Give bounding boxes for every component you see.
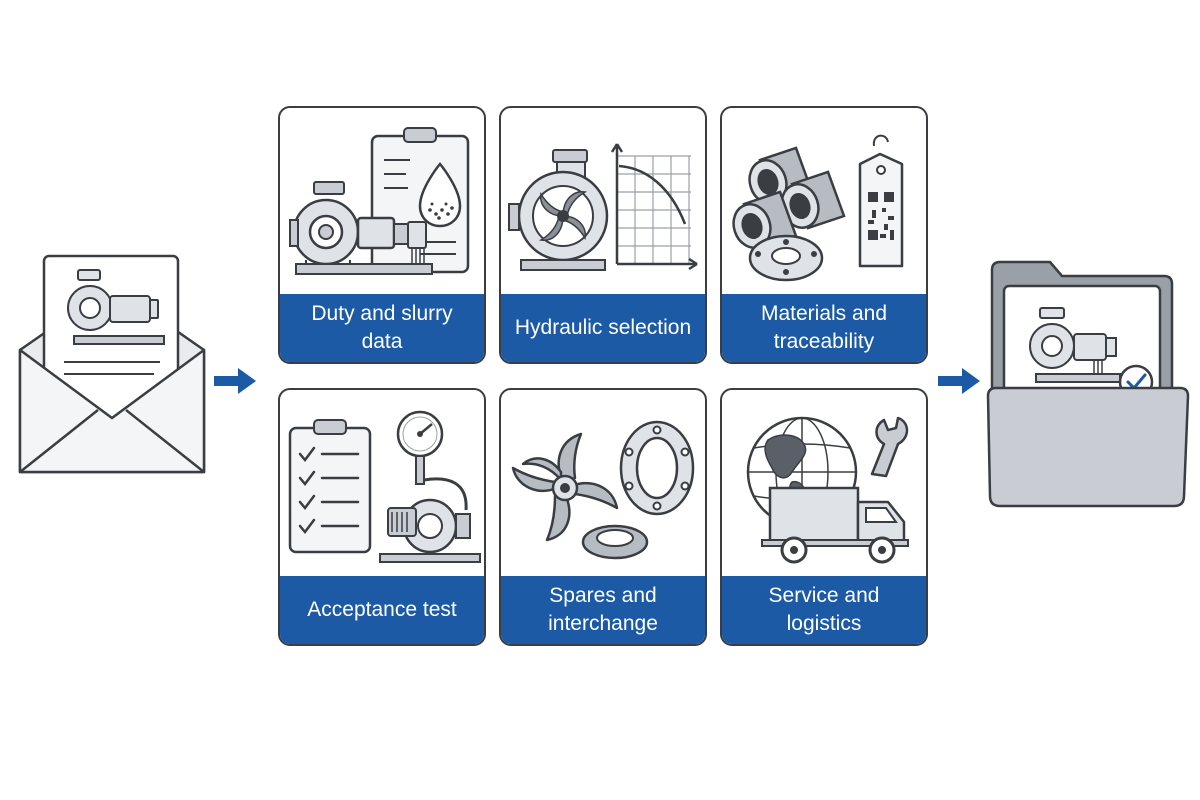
step-label: Service and logistics bbox=[722, 576, 926, 644]
step-card-service: Service and logistics bbox=[720, 388, 928, 646]
checklist-gauge-pump-icon bbox=[288, 410, 481, 563]
step-card-spares: Spares and interchange bbox=[499, 388, 707, 646]
step-label: Spares and interchange bbox=[501, 576, 705, 644]
folder-pump-check-icon bbox=[986, 260, 1190, 508]
step-card-duty: Duty and slurry data bbox=[278, 106, 486, 364]
impeller-curve-icon bbox=[508, 143, 698, 271]
impeller-gasket-icon bbox=[511, 420, 695, 560]
arrow-right-icon bbox=[938, 368, 980, 394]
step-card-materials: Materials and traceability bbox=[720, 106, 928, 364]
arrow-right-icon bbox=[214, 368, 256, 394]
step-label: Acceptance test bbox=[280, 576, 484, 644]
step-label: Duty and slurry data bbox=[280, 294, 484, 362]
globe-truck-wrench-icon bbox=[746, 416, 909, 564]
pump-clipboard-drop-icon bbox=[289, 127, 470, 275]
step-card-acceptance: Acceptance test bbox=[278, 388, 486, 646]
step-label: Hydraulic selection bbox=[501, 294, 705, 362]
step-label: Materials and traceability bbox=[722, 294, 926, 362]
step-card-hydraulic: Hydraulic selection bbox=[499, 106, 707, 364]
pipes-qr-tag-icon bbox=[732, 134, 904, 282]
envelope-pump-sheet-icon bbox=[18, 254, 206, 474]
